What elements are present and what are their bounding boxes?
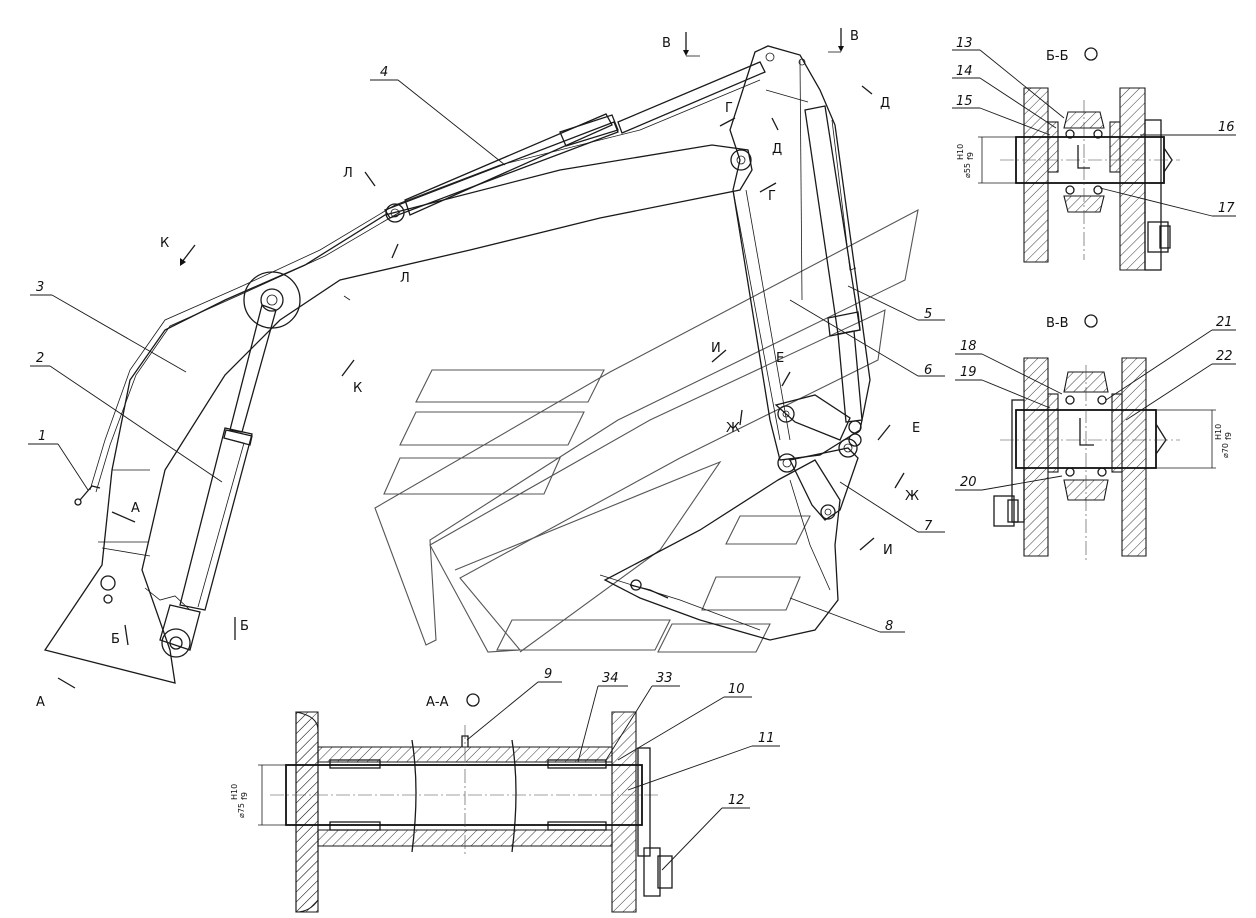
cut-g-1: Г	[725, 101, 733, 116]
label-3: 3	[36, 280, 44, 295]
cut-d-1: Д	[880, 96, 890, 111]
bb-diameter: ⌀55	[963, 163, 972, 178]
section-vv-title: В-В	[1046, 316, 1069, 331]
label-1: 1	[38, 429, 46, 444]
label-7: 7	[924, 519, 933, 534]
label-8: 8	[885, 619, 893, 634]
vv-fit-bottom: f9	[1224, 432, 1233, 440]
cut-v-1: В	[662, 36, 671, 51]
bb-fit-top: H10	[956, 144, 965, 160]
section-aa: А-А ⌀75 H10 f9	[230, 693, 673, 913]
cut-l-2: Л	[400, 271, 410, 286]
cut-zh-2: Ж	[905, 489, 919, 504]
aa-fit-top: H10	[230, 784, 239, 800]
label-10: 10	[728, 682, 745, 697]
label-21: 21	[1216, 315, 1233, 330]
cut-k-2: К	[353, 381, 362, 396]
bb-fit-bottom: f9	[966, 152, 975, 160]
label-19: 19	[960, 365, 977, 380]
section-vv: В-В ⌀70 H10 f9	[993, 314, 1233, 560]
label-17: 17	[1218, 201, 1235, 216]
part-callouts: 1 2 3 4 5 6 7 8 9 34 33 10 11	[28, 36, 1236, 871]
cut-i-1: И	[711, 341, 721, 356]
cut-b-1: Б	[111, 632, 120, 647]
label-9: 9	[544, 667, 552, 682]
cut-i-2: И	[883, 543, 893, 558]
cut-l-1: Л	[343, 166, 353, 181]
cut-a-2: А	[36, 695, 45, 710]
cut-d-2: Д	[772, 142, 782, 157]
watermark-logo	[374, 208, 919, 653]
label-20: 20	[960, 475, 977, 490]
main-view	[43, 45, 871, 684]
cut-a-1: А	[131, 501, 140, 516]
label-12: 12	[728, 793, 745, 808]
aa-diameter: ⌀75	[237, 803, 246, 818]
label-5: 5	[924, 307, 932, 322]
label-2: 2	[36, 351, 44, 366]
label-34: 34	[602, 671, 619, 686]
cut-zh-1: Ж	[726, 421, 740, 436]
aa-fit-bottom: f9	[240, 792, 249, 800]
vv-fit-top: H10	[1214, 424, 1223, 440]
cut-k-1: К	[160, 236, 169, 251]
label-18: 18	[960, 339, 977, 354]
label-14: 14	[956, 64, 973, 79]
label-13: 13	[956, 36, 973, 51]
label-33: 33	[656, 671, 673, 686]
label-16: 16	[1218, 120, 1235, 135]
cut-v-2: В	[850, 29, 859, 44]
label-6: 6	[924, 363, 932, 378]
cut-g-2: Г	[768, 189, 776, 204]
cut-e-2: Е	[912, 421, 920, 436]
cut-b-2: Б	[240, 619, 249, 634]
label-22: 22	[1216, 349, 1233, 364]
section-bb: Б-Б ⌀55 H10 f9	[956, 47, 1180, 271]
label-4: 4	[380, 65, 388, 80]
section-aa-title: А-А	[426, 695, 449, 710]
label-15: 15	[956, 94, 973, 109]
cut-e-1: Е	[776, 351, 784, 366]
section-markers: В В Г Г Д Д Л Л К К И И Е Е	[36, 28, 920, 710]
label-11: 11	[758, 731, 775, 746]
section-bb-title: Б-Б	[1046, 49, 1069, 64]
vv-diameter: ⌀70	[1221, 443, 1230, 458]
